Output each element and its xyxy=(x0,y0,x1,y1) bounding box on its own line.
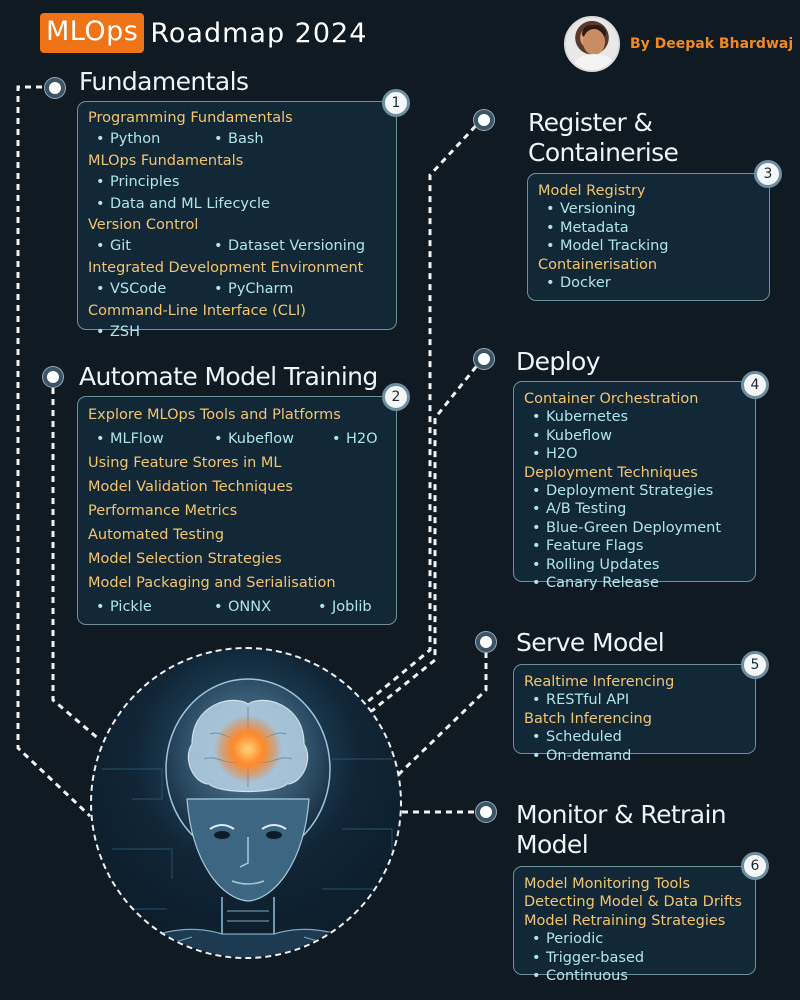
category-version-control: Version Control xyxy=(88,217,199,234)
card-deploy: Container Orchestration Kubernetes Kubef… xyxy=(513,381,756,591)
connector-dot-serve xyxy=(476,632,496,652)
ai-head-illustration xyxy=(90,647,402,959)
card-monitor: Model Monitoring Tools Detecting Model &… xyxy=(513,866,756,984)
connector-automate xyxy=(51,377,101,742)
category-model-registry: Model Registry xyxy=(538,183,646,199)
item-restful-api: RESTful API xyxy=(532,692,629,708)
category-packaging: Model Packaging and Serialisation xyxy=(88,575,336,591)
connector-serve xyxy=(396,641,488,777)
author-byline: By Deepak Bhardwaj xyxy=(630,36,794,52)
item-ab-testing: A/B Testing xyxy=(532,501,626,517)
category-drifts: Detecting Model & Data Drifts xyxy=(524,894,742,911)
item-scheduled: Scheduled xyxy=(532,728,648,746)
item-metadata: Metadata xyxy=(546,220,629,236)
item-kubernetes: Kubernetes xyxy=(532,408,668,426)
category-batch: Batch Inferencing xyxy=(524,710,652,727)
item-canary-release: Canary Release xyxy=(532,575,659,591)
connector-dot-fundamentals xyxy=(45,78,65,98)
item-docker: Docker xyxy=(546,275,611,291)
heading-monitor-line2: Model xyxy=(516,830,589,859)
category-containerisation: Containerisation xyxy=(538,256,658,273)
item-on-demand: On-demand xyxy=(532,747,631,765)
category-realtime: Realtime Inferencing xyxy=(524,674,675,690)
step-number-3: 3 xyxy=(754,160,782,188)
connector-fundamentals xyxy=(16,85,92,818)
item-git: Git xyxy=(96,236,214,257)
heading-monitor-line1: Monitor & Retrain xyxy=(516,800,727,829)
item-joblib: Joblib xyxy=(318,595,372,619)
category-feature-stores: Using Feature Stores in ML xyxy=(88,455,282,471)
item-onnx: ONNX xyxy=(214,595,318,619)
title-badge: MLOps xyxy=(40,13,145,53)
item-pickle: Pickle xyxy=(96,595,214,619)
page-title: MLOps Roadmap 2024 xyxy=(40,13,367,53)
item-continuous: Continuous xyxy=(532,968,628,984)
connector-dot-monitor xyxy=(476,802,496,822)
item-bash: Bash xyxy=(214,129,264,150)
connector-dot-automate xyxy=(43,367,63,387)
connector-dot-register xyxy=(474,110,494,130)
category-retraining: Model Retraining Strategies xyxy=(524,912,726,929)
category-orchestration: Container Orchestration xyxy=(524,391,699,407)
heading-register: Register & Containerise xyxy=(528,108,679,168)
item-pycharm: PyCharm xyxy=(214,279,293,300)
card-serve: Realtime Inferencing RESTful API Batch I… xyxy=(513,664,756,764)
category-selection: Model Selection Strategies xyxy=(88,551,282,567)
step-number-5: 5 xyxy=(741,651,769,679)
item-rolling-updates: Rolling Updates xyxy=(532,557,659,573)
item-python: Python xyxy=(96,129,214,150)
item-mlflow: MLFlow xyxy=(96,427,214,451)
item-feature-flags: Feature Flags xyxy=(532,538,643,554)
category-cli: Command-Line Interface (CLI) xyxy=(88,302,306,319)
card-fundamentals: Programming Fundamentals Python Bash MLO… xyxy=(77,101,397,340)
step-number-2: 2 xyxy=(382,383,410,411)
category-metrics: Performance Metrics xyxy=(88,503,238,519)
item-dataset-versioning: Dataset Versioning xyxy=(214,236,365,257)
category-testing: Automated Testing xyxy=(88,527,225,543)
item-blue-green: Blue-Green Deployment xyxy=(532,520,721,536)
title-text: Roadmap 2024 xyxy=(150,17,368,49)
step-number-1: 1 xyxy=(382,89,410,117)
connector-dot-deploy xyxy=(474,349,494,369)
item-deployment-strategies: Deployment Strategies xyxy=(532,483,713,499)
item-h2o: H2O xyxy=(332,427,378,451)
card-automate: Explore MLOps Tools and Platforms MLFlow… xyxy=(77,396,397,625)
card-register: Model Registry Versioning Metadata Model… xyxy=(527,173,770,301)
category-deployment-techniques: Deployment Techniques xyxy=(524,464,698,481)
item-periodic: Periodic xyxy=(532,930,636,948)
item-kubeflow: Kubeflow xyxy=(214,427,332,451)
heading-register-line2: Containerise xyxy=(528,138,679,167)
item-principles: Principles xyxy=(96,172,214,193)
step-number-6: 6 xyxy=(741,852,769,880)
heading-monitor: Monitor & Retrain Model xyxy=(516,800,727,860)
item-zsh: ZSH xyxy=(96,322,140,343)
item-trigger-based: Trigger-based xyxy=(532,949,644,967)
item-lifecycle: Data and ML Lifecycle xyxy=(96,194,270,215)
category-mlops-fundamentals: MLOps Fundamentals xyxy=(88,152,244,169)
item-vscode: VSCode xyxy=(96,279,214,300)
heading-register-line1: Register & xyxy=(528,108,653,137)
heading-deploy: Deploy xyxy=(516,347,601,376)
author-avatar xyxy=(564,16,620,72)
connector-register xyxy=(359,116,485,710)
category-programming: Programming Fundamentals xyxy=(88,110,293,126)
step-number-4: 4 xyxy=(741,371,769,399)
connector-deploy xyxy=(367,357,485,716)
item-versioning: Versioning xyxy=(546,201,636,217)
category-ide: Integrated Development Environment xyxy=(88,259,364,276)
item-kubeflow-deploy: Kubeflow xyxy=(532,427,612,445)
item-h2o-deploy: H2O xyxy=(532,446,578,462)
heading-fundamentals: Fundamentals xyxy=(79,67,249,96)
category-validation: Model Validation Techniques xyxy=(88,479,293,495)
category-explore-tools: Explore MLOps Tools and Platforms xyxy=(88,407,341,423)
category-monitoring-tools: Model Monitoring Tools xyxy=(524,876,691,892)
item-model-tracking: Model Tracking xyxy=(546,238,669,254)
heading-automate: Automate Model Training xyxy=(79,362,378,391)
heading-serve: Serve Model xyxy=(516,628,665,657)
